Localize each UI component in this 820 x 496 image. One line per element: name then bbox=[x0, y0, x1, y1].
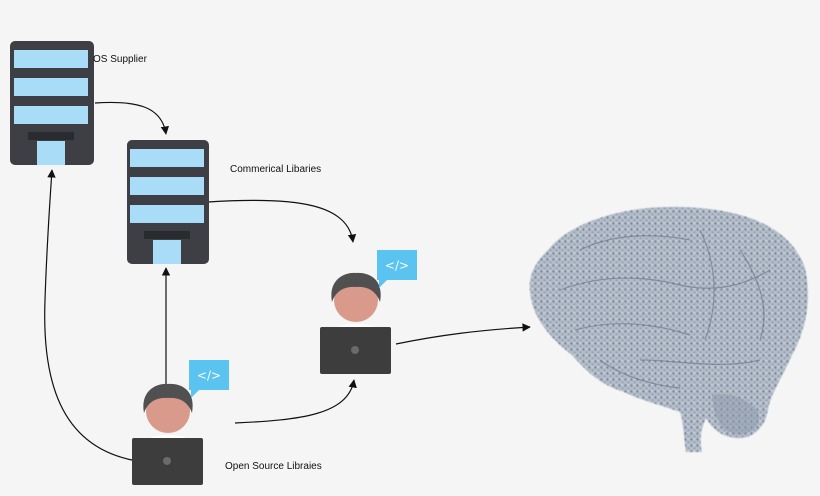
arrow-os-to-commercial bbox=[94, 101, 169, 135]
arrows bbox=[44, 101, 531, 461]
server-icon bbox=[10, 41, 94, 165]
open-source-libraries-label: Open Source Libraies bbox=[225, 461, 322, 472]
brain-icon bbox=[529, 206, 808, 452]
commercial-libraries-label: Commerical Libaries bbox=[230, 164, 322, 175]
arrow-commercial-to-developer bbox=[207, 199, 357, 243]
arrow-opensource-to-developer bbox=[234, 379, 357, 424]
arrow-opensource-to-os bbox=[44, 169, 133, 461]
code-badge-icon: </> bbox=[189, 360, 229, 398]
arrow-developer-to-brain bbox=[395, 323, 531, 345]
server-icon bbox=[127, 140, 209, 264]
os-supplier-label: OS Supplier bbox=[93, 54, 147, 65]
code-badge-text: </> bbox=[385, 259, 409, 273]
developer-icon bbox=[132, 383, 203, 485]
code-badge-icon: </> bbox=[377, 250, 417, 288]
code-badge-text: </> bbox=[197, 369, 221, 383]
developer-icon bbox=[320, 272, 391, 374]
